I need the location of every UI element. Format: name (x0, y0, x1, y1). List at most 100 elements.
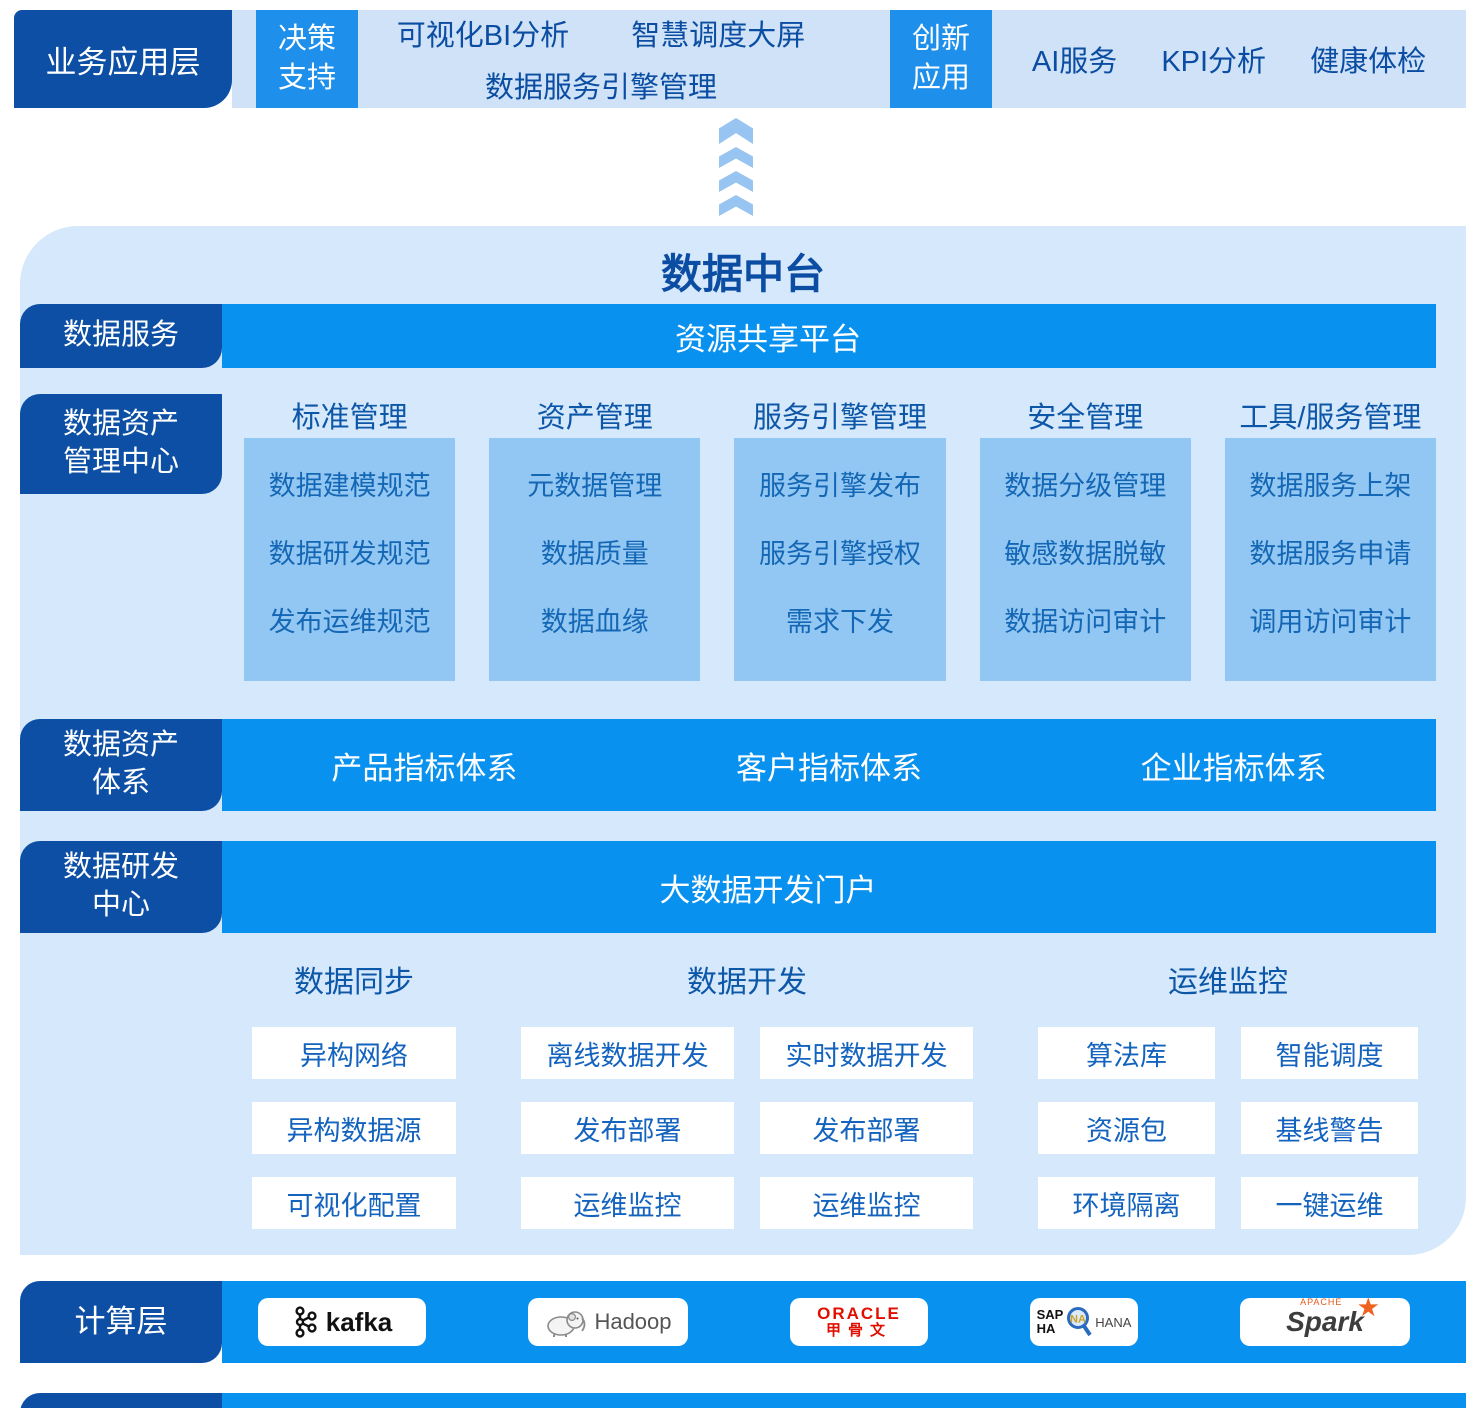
iaas-layer-bar: 智慧水务一体化平台基础设施 (222, 1393, 1466, 1408)
hadoop-elephant-icon (547, 1311, 586, 1337)
asset-system-row: 数据资产体系 产品指标体系 客户指标体系 企业指标体系 (20, 719, 1466, 811)
decision-support-tag: 决策支持 (256, 10, 358, 108)
dev-item: 资源包 (1038, 1102, 1215, 1154)
decision-support-tag-label: 决策支持 (277, 22, 336, 94)
asset-column-title: 安全管理 (1027, 402, 1144, 434)
dev-groups: 数据同步 异构网络 异构数据源 可视化配置 数据开发 离线数据开发 发布部署 运… (252, 957, 1418, 1229)
asset-column-security: 安全管理 数据分级管理 敏感数据脱敏 数据访问审计 (979, 394, 1191, 681)
dev-item: 环境隔离 (1038, 1177, 1215, 1229)
dev-item: 运维监控 (760, 1177, 973, 1229)
group-data-dev: 数据开发 离线数据开发 发布部署 运维监控 实时数据开发 发布部署 运维监控 (521, 957, 973, 1229)
indicator-system-bar: 产品指标体系 客户指标体系 企业指标体系 (222, 719, 1436, 811)
asset-item: 发布运维规范 (268, 607, 431, 637)
indicator-customer: 客户指标体系 (736, 750, 922, 786)
indicator-product: 产品指标体系 (331, 750, 518, 786)
asset-column-box: 数据服务上架 数据服务申请 调用访问审计 (1224, 438, 1437, 681)
oracle-logo-text: ORACLE (817, 1304, 901, 1324)
app-item-dispatch-screen: 智慧调度大屏 (631, 20, 806, 52)
group-ops-monitor: 运维监控 算法库 资源包 环境隔离 智能调度 基线警告 一键运维 (1038, 957, 1418, 1229)
spark-star-icon: ★ (1356, 1292, 1380, 1322)
innovation-app-tag-label: 创新应用 (911, 22, 970, 94)
asset-column-tools: 工具/服务管理 数据服务上架 数据服务申请 调用访问审计 (1224, 394, 1437, 681)
dev-item: 异构网络 (252, 1027, 456, 1079)
dev-item: 发布部署 (760, 1102, 973, 1154)
sap-logo-text: SAP HA (1036, 1307, 1064, 1336)
group-title: 数据同步 (294, 966, 414, 999)
innovation-apps: AI服务 KPI分析 健康体检 (992, 38, 1466, 80)
asset-item: 数据研发规范 (268, 539, 431, 569)
oracle-logo-cn-text: 甲骨文 (825, 1322, 892, 1340)
asset-system-label: 数据资产体系 (20, 719, 222, 811)
dev-item: 异构数据源 (252, 1102, 456, 1154)
asset-column-title: 标准管理 (291, 402, 408, 434)
asset-column-service-engine: 服务引擎管理 服务引擎发布 服务引擎授权 需求下发 (734, 394, 946, 681)
asset-center-label: 数据资产管理中心 (20, 394, 222, 494)
asset-item: 数据血缘 (540, 607, 649, 637)
dev-item: 智能调度 (1241, 1027, 1418, 1079)
asset-item: 数据建模规范 (268, 471, 431, 501)
asset-column-title: 资产管理 (536, 402, 653, 434)
data-service-row: 数据服务 资源共享平台 (20, 304, 1466, 368)
svg-text:NA: NA (1070, 1314, 1086, 1326)
asset-item: 数据质量 (540, 539, 649, 569)
dev-item: 实时数据开发 (760, 1027, 973, 1079)
app-item-bi-analysis: 可视化BI分析 (396, 20, 570, 52)
asset-column-asset-mgmt: 资产管理 元数据管理 数据质量 数据血缘 (489, 394, 701, 681)
compute-layer-bar: kafka Hadoop ORACLE 甲骨文 (222, 1281, 1466, 1363)
bigdata-portal-bar: 大数据开发门户 (222, 841, 1436, 933)
hana-logo-text: HANA (1095, 1314, 1132, 1330)
group-data-sync: 数据同步 异构网络 异构数据源 可视化配置 (252, 957, 456, 1229)
dev-item: 离线数据开发 (521, 1027, 734, 1079)
asset-item: 数据服务上架 (1249, 471, 1412, 501)
asset-center-columns: 标准管理 数据建模规范 数据研发规范 发布运维规范 资产管理 元数据管理 数据质… (244, 394, 1437, 681)
asset-column-box: 服务引擎发布 服务引擎授权 需求下发 (734, 438, 946, 681)
dev-item: 发布部署 (521, 1102, 734, 1154)
asset-item: 元数据管理 (527, 471, 663, 501)
business-app-layer-label: 业务应用层 (14, 10, 232, 108)
asset-column-standard: 标准管理 数据建模规范 数据研发规范 发布运维规范 (244, 394, 456, 681)
innovation-app-tag: 创新应用 (890, 10, 992, 108)
decision-support-apps: 可视化BI分析 智慧调度大屏 数据服务引擎管理 (370, 12, 832, 106)
dev-center-row: 数据研发中心 大数据开发门户 (20, 841, 1466, 933)
oracle-logo: ORACLE 甲骨文 (790, 1298, 928, 1346)
dev-item: 基线警告 (1241, 1102, 1418, 1154)
spark-logo-text: Spark (1286, 1306, 1364, 1337)
dev-item: 可视化配置 (252, 1177, 456, 1229)
kafka-logo: kafka (258, 1298, 426, 1346)
business-app-layer-row: 业务应用层 决策支持 可视化BI分析 智慧调度大屏 数据服务引擎管理 创新应用 … (14, 10, 1466, 108)
asset-item: 服务引擎授权 (759, 539, 921, 569)
arrow-up-icon (718, 118, 754, 216)
panel-title: 数据中台 (661, 251, 825, 297)
compute-layer-label: 计算层 (20, 1281, 222, 1363)
compute-layer-row: 计算层 kafka (20, 1281, 1466, 1363)
indicator-enterprise: 企业指标体系 (1140, 750, 1327, 786)
asset-item: 数据访问审计 (1004, 607, 1167, 637)
iaas-layer-label: laas层 (20, 1393, 222, 1408)
magnifier-icon: NA (1067, 1307, 1092, 1337)
asset-item: 需求下发 (786, 607, 894, 637)
asset-item: 敏感数据脱敏 (1004, 539, 1167, 569)
group-title: 数据开发 (687, 966, 807, 999)
dev-item: 算法库 (1038, 1027, 1215, 1079)
asset-center-row: 数据资产管理中心 标准管理 数据建模规范 数据研发规范 发布运维规范 资产管理 … (20, 394, 1466, 681)
kafka-icon (295, 1306, 317, 1338)
spark-logo: APACHE Spark ★ (1240, 1292, 1410, 1346)
hadoop-logo: Hadoop (528, 1298, 688, 1346)
kafka-logo-text: kafka (325, 1306, 393, 1337)
app-item-ai-service: AI服务 (1031, 46, 1118, 78)
spark-apache-text: APACHE (1300, 1297, 1343, 1307)
asset-item: 调用访问审计 (1249, 607, 1412, 637)
asset-column-title: 服务引擎管理 (753, 402, 928, 434)
app-item-health-check: 健康体检 (1310, 46, 1427, 78)
app-item-kpi-analysis: KPI分析 (1161, 46, 1267, 78)
dev-center-label: 数据研发中心 (20, 841, 222, 933)
asset-item: 数据分级管理 (1004, 471, 1167, 501)
asset-column-box: 数据分级管理 敏感数据脱敏 数据访问审计 (979, 438, 1191, 681)
dev-item: 运维监控 (521, 1177, 734, 1229)
group-title: 运维监控 (1168, 966, 1288, 999)
asset-column-box: 数据建模规范 数据研发规范 发布运维规范 (244, 438, 456, 681)
app-item-data-service-engine: 数据服务引擎管理 (484, 72, 717, 104)
resource-sharing-platform-bar: 资源共享平台 (222, 304, 1436, 368)
dev-item: 一键运维 (1241, 1177, 1418, 1229)
